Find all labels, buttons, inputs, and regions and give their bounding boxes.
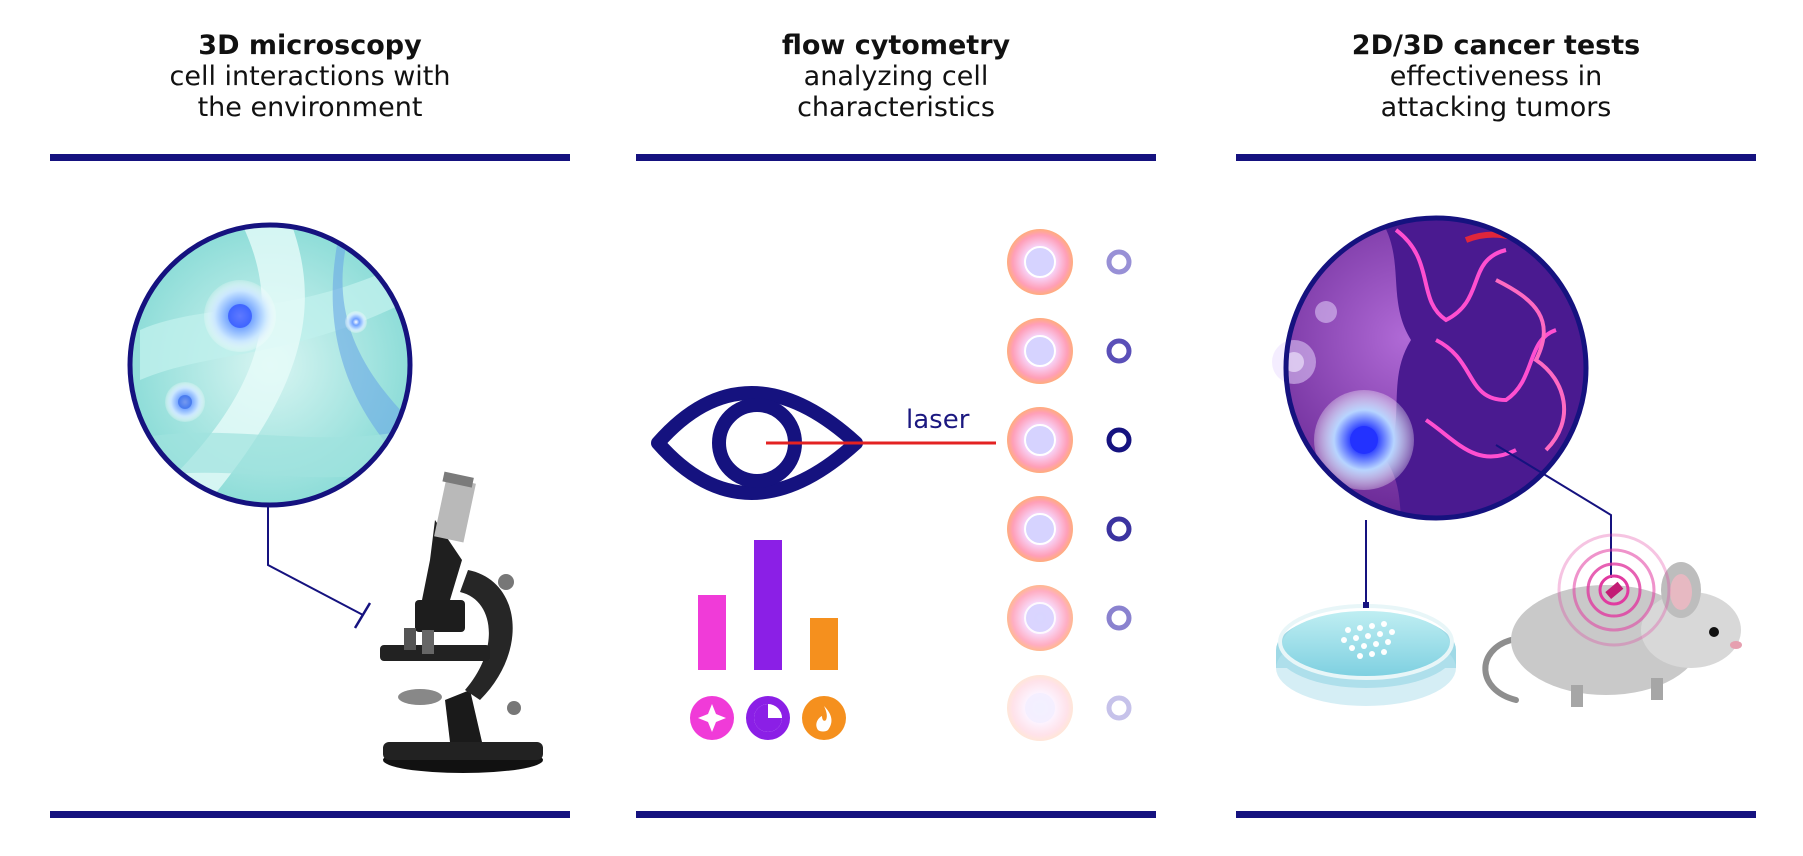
panel-title: flow cytometry: [781, 30, 1011, 61]
connector-line: [1495, 444, 1612, 578]
panel-subtitle-line: analyzing cell: [803, 61, 989, 92]
panel-title: 2D/3D cancer tests: [1351, 30, 1641, 61]
top-divider: [1236, 154, 1756, 161]
magnified-cell-view: [127, 222, 413, 508]
cytometry-illustration: [651, 229, 1132, 741]
laser-label: laser: [906, 405, 970, 435]
petri-dish-icon: [1276, 602, 1456, 706]
panel-subtitle-line: cell interactions with: [169, 61, 451, 92]
bar-chart-icon: [698, 540, 838, 670]
cell-stream: [1007, 229, 1073, 741]
cancer-test-illustration: [1272, 215, 1742, 707]
panel-subtitle-line: characteristics: [797, 92, 995, 123]
panel-cancer-tests: 2D/3D cancer tests effectiveness in atta…: [1236, 0, 1756, 856]
microscopy-illustration: [127, 222, 543, 773]
panel-subtitle-line: effectiveness in: [1389, 61, 1603, 92]
panel-heading: 2D/3D cancer tests effectiveness in atta…: [1236, 30, 1756, 123]
panel-heading: 3D microscopy cell interactions with the…: [50, 30, 570, 123]
panel-flow-cytometry: flow cytometry analyzing cell characteri…: [636, 0, 1156, 856]
bottom-divider: [1236, 811, 1756, 818]
bottom-divider: [636, 811, 1156, 818]
mouse-icon: [1482, 533, 1742, 707]
connector-line: [267, 505, 364, 616]
top-divider: [50, 154, 570, 161]
panel-heading: flow cytometry analyzing cell characteri…: [636, 30, 1156, 123]
panel-title: 3D microscopy: [198, 30, 422, 61]
panel-subtitle-line: the environment: [197, 92, 423, 123]
detector-rings: [1106, 249, 1132, 721]
top-divider: [636, 154, 1156, 161]
bottom-divider: [50, 811, 570, 818]
panel-3d-microscopy: 3D microscopy cell interactions with the…: [50, 0, 570, 856]
tumor-magnified-view: [1272, 215, 1589, 521]
flame-icon: [802, 696, 846, 740]
panel-subtitle-line: attacking tumors: [1380, 92, 1612, 123]
microscope-icon: [380, 471, 543, 773]
